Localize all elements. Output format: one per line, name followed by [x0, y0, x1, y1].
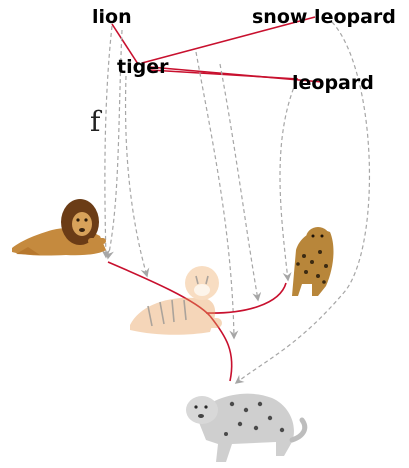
edge-tiger-leopard-secondary: [149, 69, 299, 80]
mapping-arrows: [101, 21, 371, 384]
mapping-label-f: f: [90, 105, 101, 138]
edge-tiger-snow-leopard: [141, 16, 316, 64]
edge-tiger-image-snow-leopard-image: [209, 315, 233, 382]
arrow-tiger-leopard: [219, 63, 262, 302]
arrow-tiger: [124, 75, 150, 278]
edge-lion-tiger: [111, 23, 139, 65]
word-tree-edges: [111, 16, 323, 83]
tiger-image: [130, 266, 222, 335]
lion-image: [12, 199, 106, 256]
arrow-lion: [101, 25, 113, 259]
arrow-tiger-alt: [195, 51, 239, 340]
snow-leopard-image: [186, 393, 308, 462]
label-snow-leopard: snow leopard: [252, 6, 396, 28]
arrow-leopard: [279, 81, 297, 282]
edge-leopard-image-tiger-image: [205, 282, 287, 314]
image-tree-edges: [107, 261, 287, 382]
label-lion: lion: [92, 6, 132, 28]
label-tiger: tiger: [117, 56, 169, 78]
arrow-snow-leopard: [234, 21, 371, 384]
label-leopard: leopard: [292, 72, 374, 94]
arrow-lion-alt: [105, 29, 123, 260]
edge-lion-image-tiger-image: [107, 261, 211, 317]
leopard-image: [292, 227, 334, 296]
